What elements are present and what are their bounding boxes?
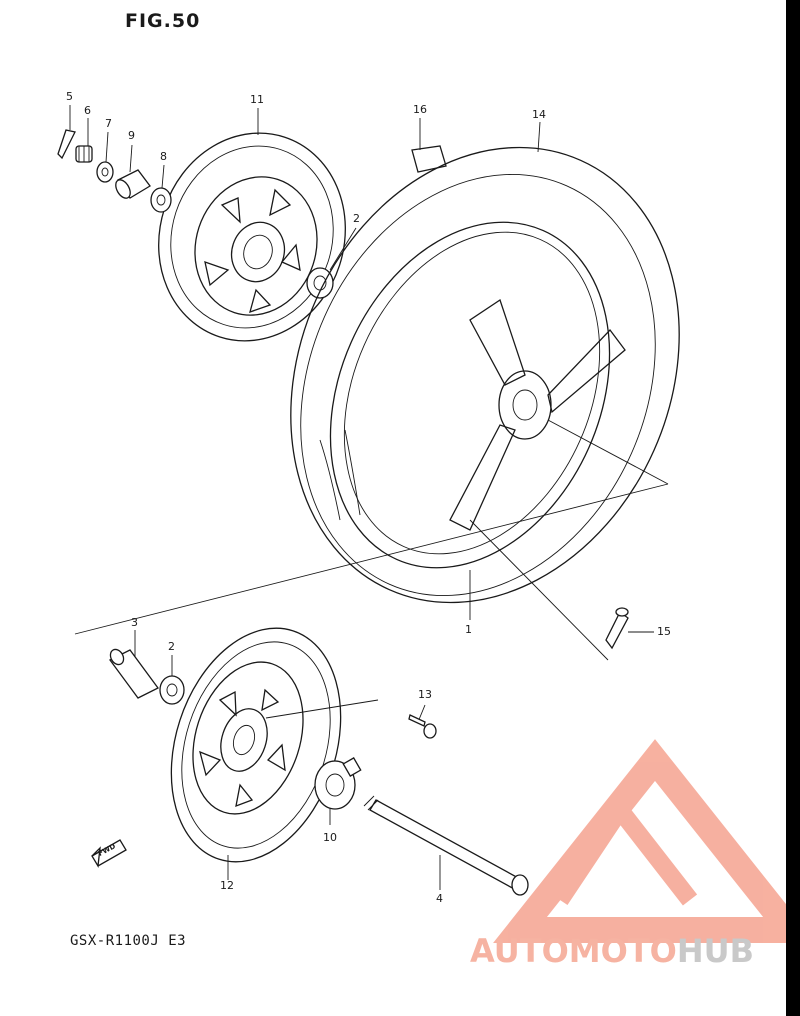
callout-8: 8 (160, 150, 167, 163)
washer (96, 161, 114, 183)
callout-5: 5 (66, 90, 73, 103)
callout-2-upper: 2 (353, 212, 360, 225)
castle-nut (75, 145, 93, 163)
speedometer-gearbox (314, 757, 362, 810)
watermark-text-part1: AUTOMOTO (470, 932, 677, 970)
callout-10: 10 (323, 831, 337, 844)
lower-spacer (109, 648, 159, 699)
callout-9: 9 (128, 129, 135, 142)
callout-4: 4 (436, 892, 443, 905)
cotter-pin (57, 129, 76, 160)
watermark-text-part2: HUB (676, 932, 755, 970)
forward-arrow (91, 839, 127, 868)
valve-stem (605, 607, 629, 650)
watermark-logo (493, 739, 800, 943)
callout-12: 12 (220, 879, 234, 892)
dust-seal (150, 187, 172, 213)
weight-clip (411, 145, 447, 173)
callout-14: 14 (532, 108, 546, 121)
callout-2-lower: 2 (168, 640, 175, 653)
upper-bearing (306, 267, 334, 299)
callout-6: 6 (84, 104, 91, 117)
front-axle (363, 795, 529, 896)
axle-spacer (115, 169, 151, 199)
lower-bearing (159, 675, 185, 705)
wheel-tire-assembly (290, 146, 680, 604)
upper-brake-disc (158, 132, 346, 342)
callout-13: 13 (418, 688, 432, 701)
leader-lines (69, 105, 669, 890)
callout-11: 11 (250, 93, 264, 106)
callout-16: 16 (413, 103, 427, 116)
lower-brake-disc (170, 627, 342, 863)
callout-7: 7 (105, 117, 112, 130)
callout-15: 15 (657, 625, 671, 638)
disc-bolt (408, 714, 437, 739)
right-edge-strip (786, 0, 800, 1016)
figure-title: FIG.50 (125, 10, 201, 32)
model-code: GSX-R1100J E3 (70, 933, 187, 949)
watermark-text: AUTOMOTOHUB (470, 932, 754, 970)
callout-1: 1 (465, 623, 472, 636)
callout-3: 3 (131, 616, 138, 629)
